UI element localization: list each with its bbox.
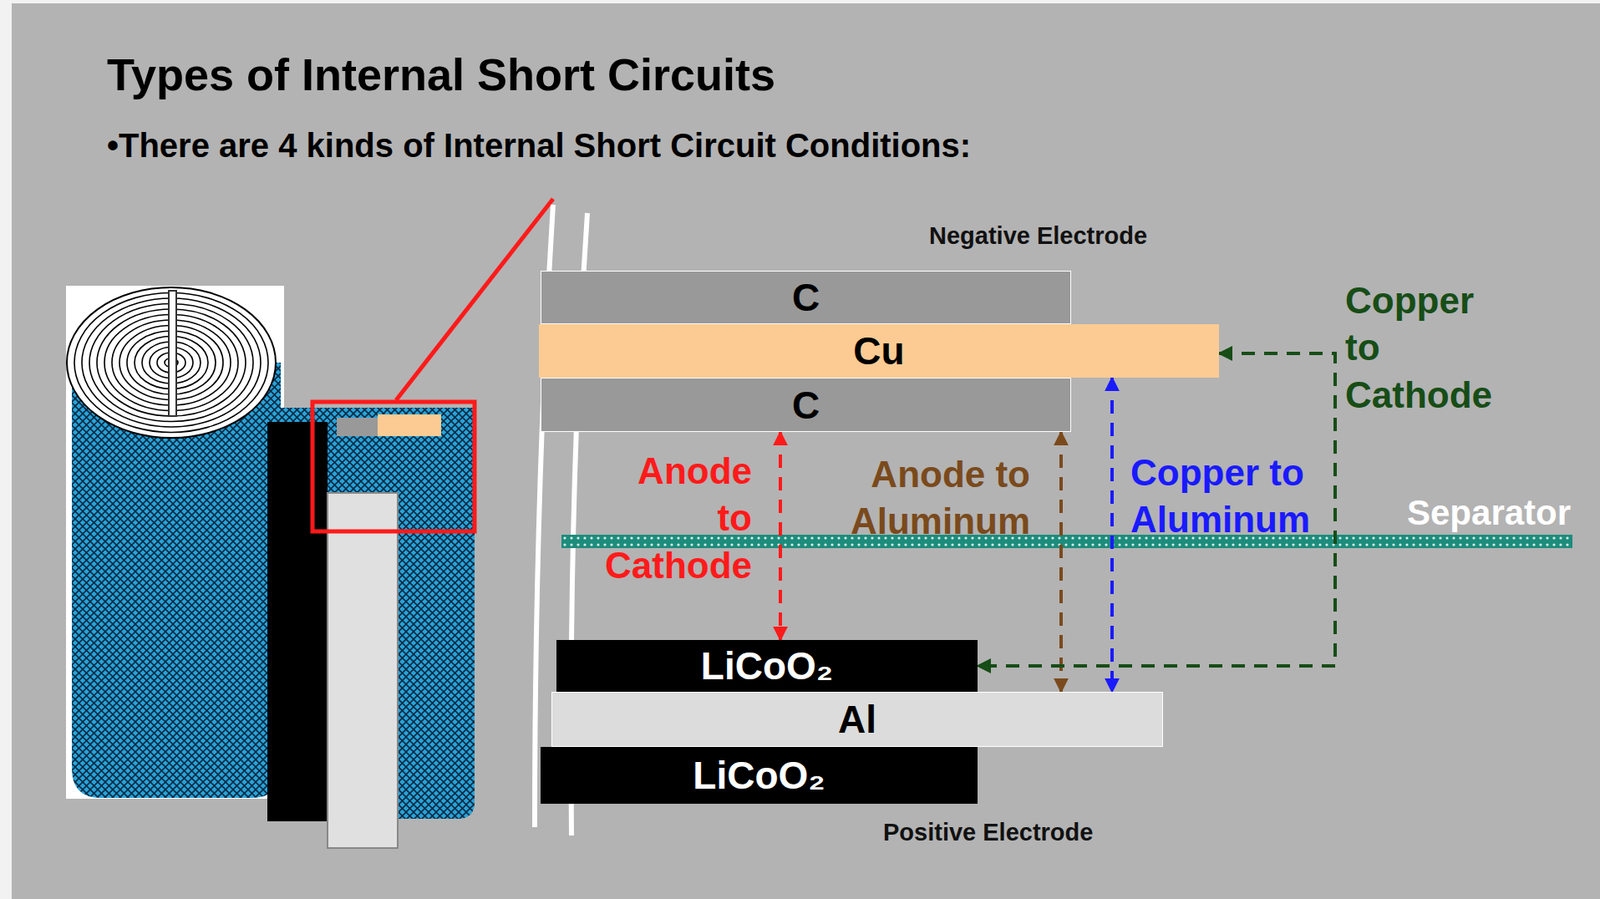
carbon-layer: C: [540, 270, 1072, 325]
strip-shadow: [327, 492, 398, 849]
cathode-strip: [327, 492, 398, 849]
short-path-arrow: [1110, 377, 1114, 692]
aluminum-foil: Al: [551, 691, 1164, 747]
cathode-layer: LiCoO₂: [540, 746, 978, 804]
layer-name: C: [792, 382, 820, 428]
subtitle: •There are 4 kinds of Internal Short Cir…: [106, 126, 971, 165]
cathode-layer: LiCoO₂: [556, 640, 978, 692]
short-type-label: Anode to Aluminum: [850, 451, 1031, 546]
electrode-label: Negative Electrode: [929, 222, 1148, 250]
copper-foil: Cu: [538, 324, 1220, 378]
carbon-tab: [336, 417, 378, 437]
jelly-roll-spiral: [66, 287, 276, 438]
anode-strip: [267, 421, 328, 822]
layer-name: LiCoO₂: [700, 643, 834, 689]
copper-tab: [377, 414, 442, 437]
short-type-label: Anode to Cathode: [604, 447, 752, 590]
slide-title: Types of Internal Short Circuits: [106, 48, 776, 101]
short-path-arrow: [1059, 431, 1063, 692]
carbon-layer: C: [540, 377, 1072, 432]
layer-name: LiCoO₂: [692, 752, 825, 798]
short-type-label: Copper to Aluminum: [1130, 449, 1311, 544]
layer-name: Cu: [853, 328, 905, 374]
zoom-line: [396, 198, 554, 401]
short-type-label: Copper to Cathode: [1345, 277, 1493, 419]
layer-name: C: [792, 274, 820, 320]
electrode-label: Positive Electrode: [883, 818, 1093, 847]
white-backdrop: [66, 285, 285, 799]
short-path-arrow: [778, 431, 783, 640]
center-pin: [168, 290, 177, 417]
separator-label: Separator: [1406, 492, 1571, 534]
layer-name: Al: [838, 696, 877, 742]
zoom-box: [312, 401, 475, 532]
